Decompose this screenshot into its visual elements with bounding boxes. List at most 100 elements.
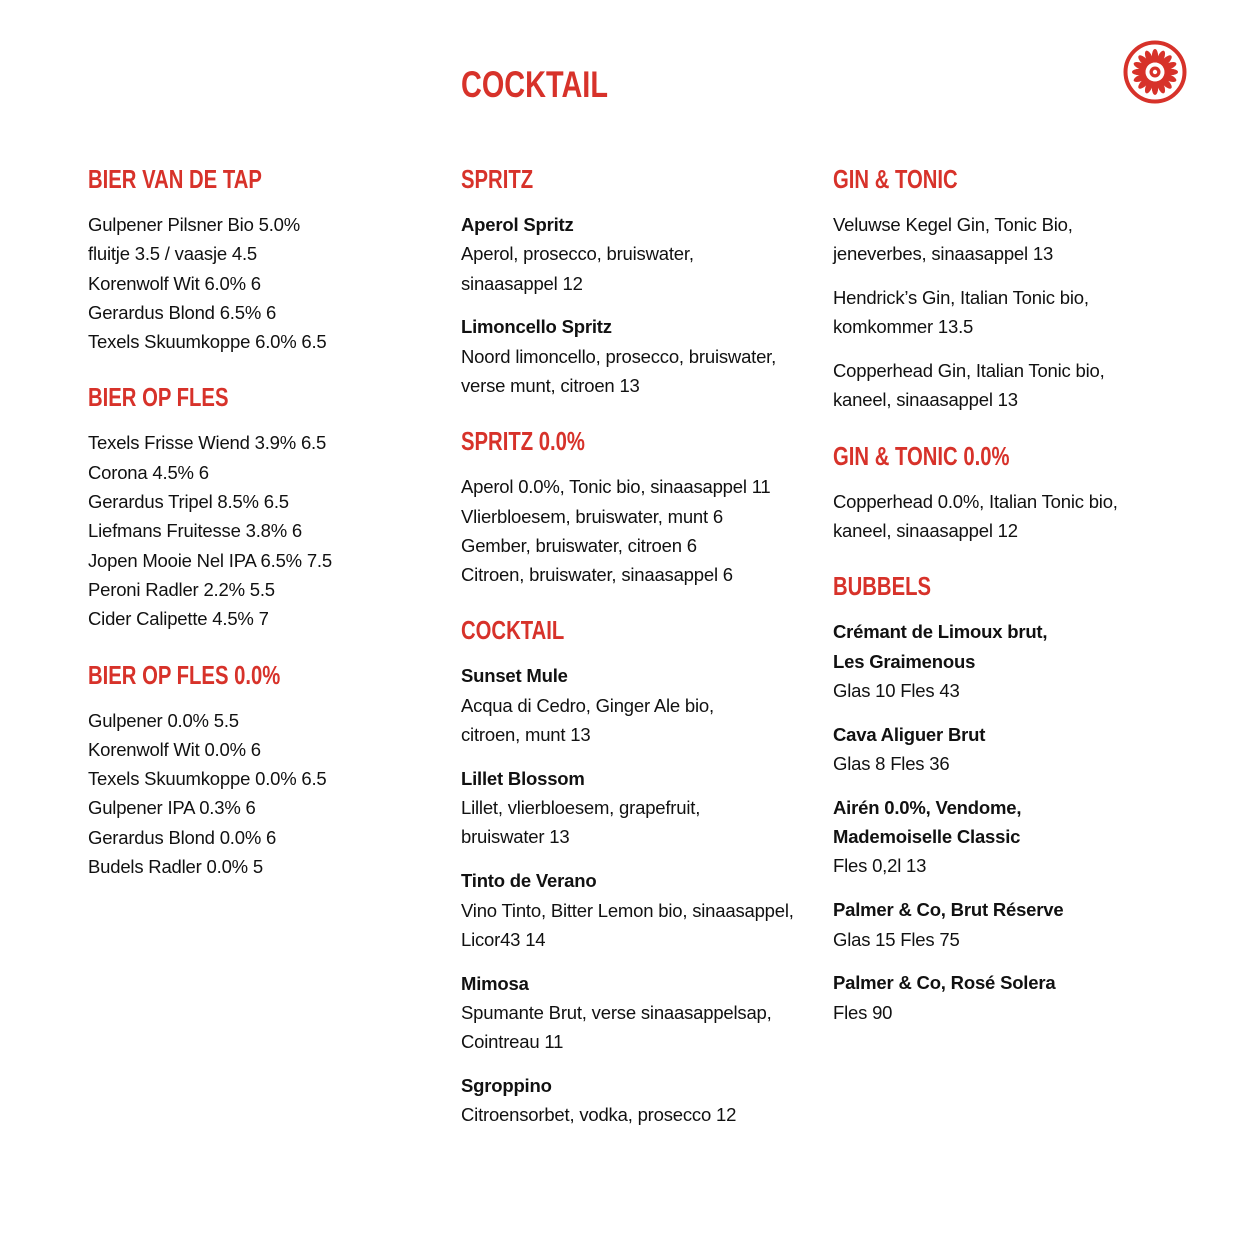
- menu-section-gin-tonic: GIN & TONIC Veluwse Kegel Gin, Tonic Bio,…: [833, 162, 1193, 415]
- menu-item-description: kaneel, sinaasappel 13: [833, 389, 1018, 411]
- menu-item-name: Palmer & Co, Rosé Solera: [833, 972, 1056, 994]
- menu-section-bubbels: BUBBELS Crémant de Limoux brut, Les Graime…: [833, 569, 1193, 1027]
- menu-line: Korenwolf Wit 0.0% 6: [88, 738, 261, 760]
- menu-item-name: Mademoiselle Classic: [833, 826, 1021, 848]
- section-title: BUBBELS: [833, 571, 932, 602]
- menu-item-description: komkommer 13.5: [833, 316, 974, 338]
- menu-item: Airén 0.0%, Vendome, Mademoiselle Classic…: [833, 793, 1193, 881]
- menu-item-name: Cava Aliguer Brut: [833, 723, 986, 745]
- menu-section-spritz-0-0: SPRITZ 0.0% Aperol 0.0%, Tonic bio, sinaa…: [461, 424, 821, 589]
- menu-section-bier-op-fles: BIER OP FLES Texels Frisse Wiend 3.9% 6.5…: [88, 380, 448, 633]
- menu-line: Corona 4.5% 6: [88, 461, 209, 483]
- menu-line: Gulpener Pilsner Bio 5.0%: [88, 214, 300, 235]
- menu-item-name: Sunset Mule: [461, 665, 568, 687]
- section-title: COCKTAIL: [461, 615, 565, 646]
- section-title: SPRITZ: [461, 164, 534, 194]
- menu-item-description: citroen, munt 13: [461, 724, 591, 746]
- page-title: COCKTAIL: [461, 64, 608, 105]
- menu-item-description: Fles 0,2l 13: [833, 855, 927, 877]
- menu-item-description: bruiswater 13: [461, 826, 570, 848]
- menu-item-description: Citroensorbet, vodka, prosecco 12: [461, 1104, 737, 1126]
- menu-item-name: Limoncello Spritz: [461, 316, 612, 338]
- menu-item-name: Airén 0.0%, Vendome,: [833, 796, 1022, 818]
- menu-item-description: Copperhead Gin, Italian Tonic bio,: [833, 360, 1105, 382]
- menu-item-description: Acqua di Cedro, Ginger Ale bio,: [461, 694, 714, 716]
- section-title: GIN & TONIC 0.0%: [833, 440, 1010, 471]
- menu-line: Gulpener 0.0% 5.5: [88, 709, 239, 731]
- menu-item: Copperhead 0.0%, Italian Tonic bio, kanee…: [833, 487, 1193, 546]
- menu-item-description: sinaasappel 12: [461, 272, 583, 294]
- section-title: BIER OP FLES 0.0%: [88, 659, 281, 690]
- menu-item-description: Noord limoncello, prosecco, bruiswater,: [461, 345, 777, 367]
- menu-item-description: Glas 10 Fles 43: [833, 679, 960, 701]
- menu-line: Peroni Radler 2.2% 5.5: [88, 578, 275, 600]
- sun-flower-icon: [1123, 40, 1187, 104]
- menu-item-description: Aperol, prosecco, bruiswater,: [461, 243, 694, 265]
- menu-item-description: Spumante Brut, verse sinaasappelsap,: [461, 1001, 772, 1023]
- menu-item-name: Lillet Blossom: [461, 767, 585, 789]
- menu-line: Gerardus Blond 0.0% 6: [88, 826, 277, 848]
- menu-item-description: jeneverbes, sinaasappel 13: [833, 243, 1054, 265]
- menu-item-name: Sgroppino: [461, 1075, 552, 1097]
- menu-line: Jopen Mooie Nel IPA 6.5% 7.5: [88, 549, 332, 571]
- menu-line: Citroen, bruiswater, sinaasappel 6: [461, 564, 733, 586]
- menu-item: Veluwse Kegel Gin, Tonic Bio, jeneverbes,…: [833, 210, 1193, 269]
- menu-item: Hendrick’s Gin, Italian Tonic bio, komkom…: [833, 283, 1193, 342]
- menu-line: Texels Frisse Wiend 3.9% 6.5: [88, 432, 327, 454]
- menu-item-name: Palmer & Co, Brut Réserve: [833, 899, 1064, 921]
- menu-line: Cider Calipette 4.5% 7: [88, 608, 269, 630]
- section-title: BIER VAN DE TAP: [88, 164, 262, 194]
- menu-item-description: Licor43 14: [461, 928, 546, 950]
- menu-item: Copperhead Gin, Italian Tonic bio, kaneel…: [833, 356, 1193, 415]
- menu-item-name: Tinto de Verano: [461, 870, 597, 892]
- section-title: GIN & TONIC: [833, 164, 958, 194]
- menu-item-description: Glas 15 Fles 75: [833, 928, 960, 950]
- menu-line: Gerardus Blond 6.5% 6: [88, 301, 277, 323]
- menu-line: Texels Skuumkoppe 0.0% 6.5: [88, 768, 327, 790]
- menu-item-description: Cointreau 11: [461, 1031, 564, 1053]
- menu-line: Texels Skuumkoppe 6.0% 6.5: [88, 331, 327, 353]
- menu-item-name: Mimosa: [461, 972, 529, 994]
- menu-line: Budels Radler 0.0% 5: [88, 856, 263, 878]
- menu-item-name: Crémant de Limoux brut,: [833, 621, 1048, 643]
- menu-item-description: Hendrick’s Gin, Italian Tonic bio,: [833, 287, 1089, 309]
- section-title: SPRITZ 0.0%: [461, 426, 585, 457]
- menu-line: Gember, bruiswater, citroen 6: [461, 534, 697, 556]
- menu-item-description: Fles 90: [833, 1001, 893, 1023]
- menu-item-description: Copperhead 0.0%, Italian Tonic bio,: [833, 490, 1118, 512]
- menu-item-description: kaneel, sinaasappel 12: [833, 520, 1018, 542]
- menu-line: Aperol 0.0%, Tonic bio, sinaasappel 11: [461, 476, 771, 498]
- menu-line: Liefmans Fruitesse 3.8% 6: [88, 520, 303, 542]
- menu-line: Gerardus Tripel 8.5% 6.5: [88, 491, 289, 513]
- menu-item-description: Veluwse Kegel Gin, Tonic Bio,: [833, 214, 1073, 235]
- menu-section-gin-tonic-0-0: GIN & TONIC 0.0% Copperhead 0.0%, Italian…: [833, 439, 1193, 546]
- menu-line: Gulpener IPA 0.3% 6: [88, 797, 256, 819]
- menu-line: fluitje 3.5 / vaasje 4.5: [88, 243, 257, 265]
- menu-line: Vlierbloesem, bruiswater, munt 6: [461, 505, 723, 527]
- menu-item-description: Vino Tinto, Bitter Lemon bio, sinaasappe…: [461, 899, 794, 921]
- menu-section-bier-van-de-tap: BIER VAN DE TAP Gulpener Pilsner Bio 5.0%…: [88, 162, 448, 356]
- section-title: BIER OP FLES: [88, 382, 229, 413]
- menu-item-name: Aperol Spritz: [461, 214, 574, 235]
- menu-item-description: Glas 8 Fles 36: [833, 753, 950, 775]
- menu-item-description: Lillet, vlierbloesem, grapefruit,: [461, 797, 701, 819]
- menu-line: Korenwolf Wit 6.0% 6: [88, 272, 261, 294]
- menu-item-name: Les Graimenous: [833, 650, 976, 672]
- menu-column-3: GIN & TONIC Veluwse Kegel Gin, Tonic Bio,…: [833, 162, 1193, 1051]
- menu-item-description: verse munt, citroen 13: [461, 374, 640, 396]
